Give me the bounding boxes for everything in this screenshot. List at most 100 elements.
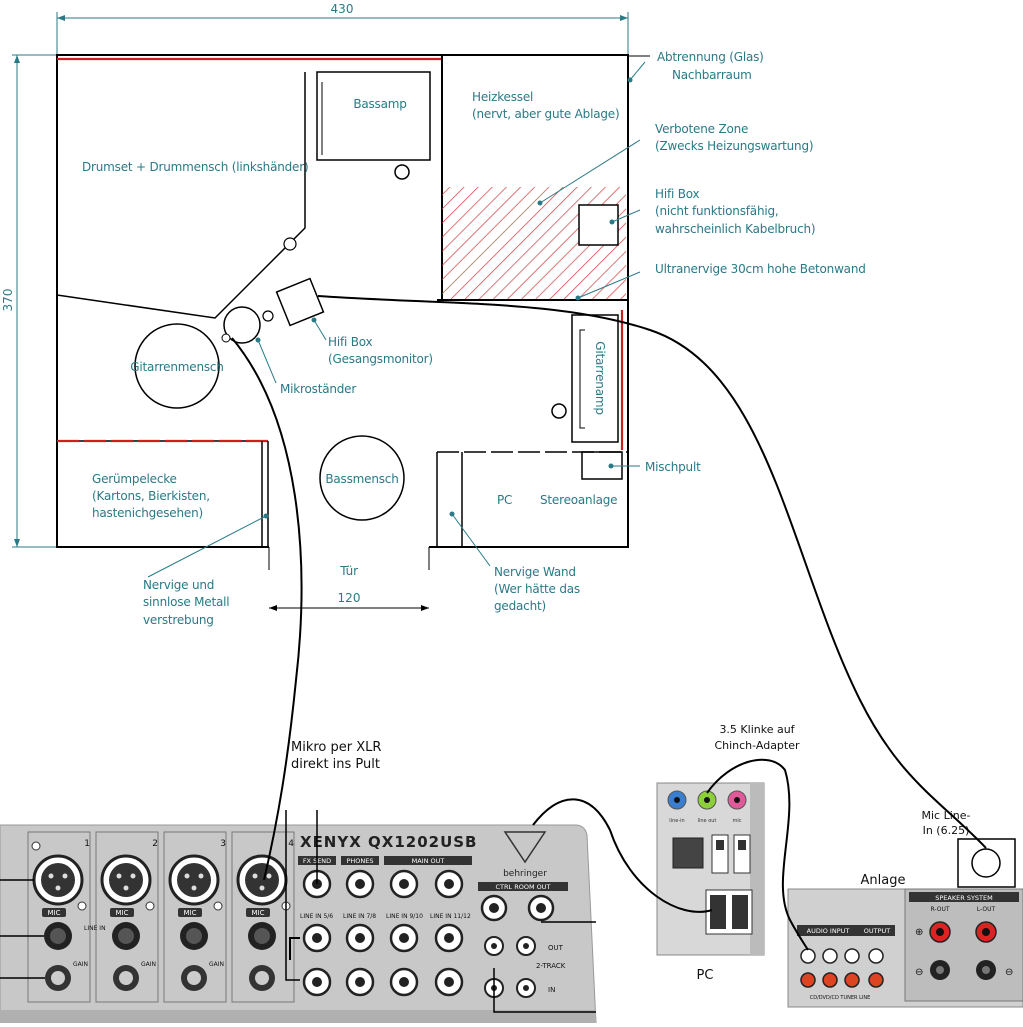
adapter-annotation-2: Chinch-Adapter — [714, 739, 800, 752]
channel-number-2: 2 — [152, 839, 158, 849]
anlage-caption: Anlage — [861, 873, 906, 888]
r-out-label: R-OUT — [930, 906, 949, 913]
cables — [0, 295, 987, 1013]
forbidden-label-1: Verbotene Zone — [655, 122, 748, 136]
stereo-label: Stereoanlage — [540, 493, 617, 507]
clutter-label-3: hastenichgesehen) — [92, 506, 203, 520]
adapter-annotation-1: 3.5 Klinke auf — [719, 723, 795, 736]
drumset-boundary — [56, 72, 306, 319]
monitor-label-1: Hifi Box — [328, 335, 373, 349]
glass-label-1: Abtrennung (Glas) — [657, 50, 764, 64]
concrete-wall-label: Ultranervige 30cm hohe Betonwand — [655, 262, 866, 276]
dim-height-label: 370 — [1, 289, 15, 312]
broken-box-label-3: wahrscheinlich Kabelbruch) — [655, 222, 815, 236]
gain-label-2: GAIN — [141, 961, 156, 968]
ethernet-port — [672, 837, 704, 869]
floor-plan: 430 370 Bassamp Drumset — [1, 2, 866, 627]
speaker-system-label: SPEAKER SYSTEM — [935, 894, 992, 902]
guitarist-label: Gitarrenmensch — [130, 360, 223, 374]
mono-channels: 1 MIC GAIN 2 — [27, 831, 295, 1003]
line-in-78-label: LINE IN 7/8 — [343, 913, 376, 920]
mixer-location-label: Mischpult — [645, 460, 701, 474]
guitar-amp-label: Gitarrenamp — [593, 341, 607, 415]
two-track-out-label: OUT — [548, 944, 564, 952]
channel-number-4: 4 — [288, 839, 294, 849]
line-in-910-label: LINE IN 9/10 — [386, 913, 423, 920]
pc-port-line-out: line out — [698, 818, 717, 824]
phones-label: PHONES — [346, 857, 373, 865]
glass-label-2: Nachbarraum — [672, 68, 752, 82]
hifi-box-broken — [578, 204, 619, 246]
boiler-label-1: Heizkessel — [472, 90, 533, 104]
annoying-wall-label-2: (Wer hätte das — [494, 582, 580, 596]
gain-label-1: GAIN — [73, 961, 88, 968]
bassist — [319, 435, 405, 521]
gain-label-3: GAIN — [209, 961, 224, 968]
two-track-in-label: IN — [548, 986, 555, 994]
mic-label-4: MIC — [252, 909, 265, 917]
mic-line-label-2: In (6.25) — [923, 824, 970, 837]
hifi-box-monitor — [275, 277, 325, 327]
rca-cable — [706, 758, 809, 951]
pc-caption: PC — [697, 968, 714, 983]
monitor-cable — [317, 295, 987, 849]
mic-xlr-cable — [231, 337, 303, 881]
main-out-label: MAIN OUT — [412, 857, 445, 865]
svg-text:⊖: ⊖ — [1005, 967, 1013, 978]
channel-strip-1: 1 MIC GAIN — [27, 831, 91, 1003]
boiler-label-2: (nervt, aber gute Ablage) — [472, 107, 619, 121]
mixer: 1 MIC GAIN 2 — [0, 824, 597, 1024]
bassamp — [316, 71, 431, 161]
pc-port-line-in: line-in — [669, 818, 684, 824]
dim-door-label: 120 — [338, 591, 361, 605]
line-in-56-label: LINE IN 5/6 — [300, 913, 333, 920]
pc-back-panel: line-in line out mic PC — [656, 782, 765, 983]
clutter-label-1: Gerümpelecke — [92, 472, 177, 486]
usb-cable — [532, 798, 713, 913]
pc-port-mic: mic — [732, 818, 741, 824]
channel-number-1: 1 — [84, 839, 90, 849]
mic-line-label-1: Mic Line- — [922, 809, 971, 822]
l-out-label: L-OUT — [977, 906, 996, 913]
clutter-label-2: (Kartons, Bierkisten, — [92, 489, 210, 503]
mic-stand-label: Mikroständer — [280, 382, 356, 396]
annoying-wall-label-1: Nervige Wand — [494, 565, 576, 579]
forbidden-label-2: (Zwecks Heizungswartung) — [655, 139, 813, 153]
channel-strip-2: 2 MIC GAIN — [95, 831, 159, 1003]
guitarist — [134, 323, 220, 409]
mic-stand — [223, 306, 261, 344]
drumset-label: Drumset + Drummensch (linkshänder) — [82, 160, 308, 174]
mixer-brand: behringer — [503, 869, 547, 879]
mic-annotation-2: direkt ins Pult — [291, 757, 380, 772]
mixer-model: XENYX QX1202USB — [300, 833, 478, 851]
audio-inputs-names: CD/DVD/CD TUNER LINE — [810, 995, 871, 1001]
mic-label-1: MIC — [48, 909, 61, 917]
dimension-height: 370 — [1, 54, 57, 548]
two-track-label: 2-TRACK — [536, 962, 566, 970]
channel-strip-4: 4 MIC — [231, 831, 295, 1003]
dim-width-label: 430 — [331, 2, 354, 16]
line-in-label: LINE IN — [84, 925, 106, 932]
dimension-width: 430 — [56, 2, 629, 55]
stereo-back-panel: AUDIO INPUT OUTPUT SPEAKER SYSTEM R-OUT … — [787, 809, 1023, 1008]
mic-label-2: MIC — [116, 909, 129, 917]
broken-box-label-2: (nicht funktionsfähig, — [655, 204, 779, 218]
metal-label-2: sinnlose Metall — [143, 595, 229, 609]
monitor-label-2: (Gesangsmonitor) — [328, 352, 433, 366]
mic-annotation-1: Mikro per XLR — [291, 740, 381, 755]
door-label: Tür — [339, 564, 358, 578]
svg-text:⊕: ⊕ — [915, 927, 923, 938]
broken-box-label-1: Hifi Box — [655, 187, 700, 201]
metal-label-3: verstrebung — [143, 613, 214, 627]
svg-text:⊖: ⊖ — [915, 967, 923, 978]
ctrl-room-label: CTRL ROOM OUT — [496, 883, 551, 891]
output-label: OUTPUT — [864, 927, 891, 935]
mic-label-3: MIC — [184, 909, 197, 917]
audio-input-label: AUDIO INPUT — [807, 927, 850, 935]
metal-label-1: Nervige und — [143, 578, 214, 592]
annoying-wall-label-3: gedacht) — [494, 599, 546, 613]
channel-number-3: 3 — [220, 839, 226, 849]
pc-room-label: PC — [497, 493, 512, 507]
bassist-label: Bassmensch — [325, 472, 398, 486]
